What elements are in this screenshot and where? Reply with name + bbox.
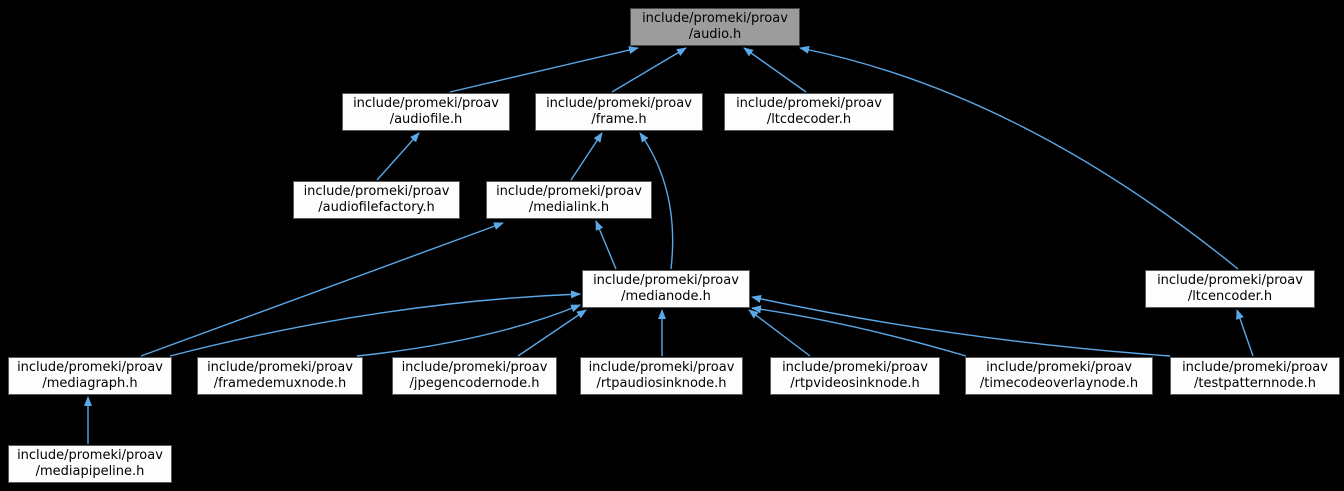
node-label-line: include/promeki/proav <box>401 360 548 375</box>
edge-audiofile-to-audio <box>449 46 639 93</box>
node-label-line: /rtpvideosinknode.h <box>790 376 920 391</box>
node-label-line: /audiofile.h <box>389 112 463 127</box>
edge-jpegencodernode-to-medianode <box>517 309 587 357</box>
node-label-line: include/promeki/proav <box>642 11 788 26</box>
edge-ltcdecoder-to-audio <box>743 47 807 93</box>
edge-ltcencoder-to-audio <box>799 45 1239 270</box>
node-label-line: include/promeki/proav <box>207 360 353 375</box>
node-medialink-h[interactable]: include/promeki/proav/medialink.h <box>486 181 652 219</box>
edge-frame-to-audio <box>611 47 687 93</box>
node-audiofilefactory-h[interactable]: include/promeki/proav/audiofilefactory.h <box>293 181 460 219</box>
edge-rtpvideosinknode-to-medianode <box>748 309 811 357</box>
edge-timecodeoverlaynode-to-medianode <box>751 305 967 357</box>
node-timecodeoverlaynode-h[interactable]: include/promeki/proav/timecodeoverlaynod… <box>965 357 1153 395</box>
edge-medialink-to-frame <box>570 132 603 181</box>
edge-audiofilefactory-to-audiofile <box>376 132 420 181</box>
node-label-line: include/promeki/proav <box>782 360 928 375</box>
node-label-line: /ltcencoder.h <box>1187 289 1273 304</box>
node-label-line: /testpatternnode.h <box>1194 376 1316 391</box>
node-label-line: /medialink.h <box>528 200 610 215</box>
node-label-line: /jpegencodernode.h <box>409 376 540 391</box>
node-rtpaudiosinknode-h[interactable]: include/promeki/proav/rtpaudiosinknode.h <box>580 357 743 395</box>
node-label-line: /timecodeoverlaynode.h <box>979 376 1139 391</box>
node-label-line: include/promeki/proav <box>1182 360 1328 375</box>
node-label-line: include/promeki/proav <box>17 360 163 375</box>
node-label-line: /mediapipeline.h <box>35 464 145 479</box>
node-label-line: include/promeki/proav <box>17 448 163 463</box>
node-label-line: include/promeki/proav <box>496 184 642 199</box>
node-framedemuxnode-h[interactable]: include/promeki/proav/framedemuxnode.h <box>197 357 363 395</box>
node-jpegencodernode-h[interactable]: include/promeki/proav/jpegencodernode.h <box>392 357 557 395</box>
node-label-line: include/promeki/proav <box>353 96 499 111</box>
edge-medianode-to-medialink <box>595 220 617 270</box>
node-label-line: /rtpaudiosinknode.h <box>596 376 727 391</box>
node-label-line: /framedemuxnode.h <box>213 376 347 391</box>
node-testpatternnode-h[interactable]: include/promeki/proav/testpatternnode.h <box>1170 357 1340 395</box>
node-frame-h[interactable]: include/promeki/proav/frame.h <box>535 93 703 131</box>
node-label-line: /medianode.h <box>621 289 711 304</box>
node-ltcdecoder-h[interactable]: include/promeki/proav/ltcdecoder.h <box>724 93 894 131</box>
node-mediagraph-h[interactable]: include/promeki/proav/mediagraph.h <box>8 357 172 395</box>
node-ltcencoder-h[interactable]: include/promeki/proav/ltcencoder.h <box>1145 270 1315 308</box>
node-audiofile-h[interactable]: include/promeki/proav/audiofile.h <box>342 93 510 131</box>
node-mediapipeline-h[interactable]: include/promeki/proav/mediapipeline.h <box>8 445 172 483</box>
node-medianode-h[interactable]: include/promeki/proav/medianode.h <box>582 270 750 308</box>
node-rtpvideosinknode-h[interactable]: include/promeki/proav/rtpvideosinknode.h <box>770 357 940 395</box>
node-label-line: include/promeki/proav <box>1157 273 1303 288</box>
edge-framedemuxnode-to-medianode <box>356 304 581 357</box>
node-label-line: /audiofilefactory.h <box>318 200 435 215</box>
edge-mediagraph-to-medianode <box>169 290 581 357</box>
node-label-line: /audio.h <box>688 27 742 42</box>
node-label-line: include/promeki/proav <box>593 273 739 288</box>
node-label-line: include/promeki/proav <box>546 96 692 111</box>
node-audio-h[interactable]: include/promeki/proav/audio.h <box>630 8 800 46</box>
node-label-line: include/promeki/proav <box>986 360 1132 375</box>
edge-mediagraph-to-medialink <box>140 222 504 357</box>
node-label-line: /frame.h <box>591 112 647 127</box>
node-label-line: /ltcdecoder.h <box>766 112 852 127</box>
node-label-line: include/promeki/proav <box>303 184 450 199</box>
node-label-line: include/promeki/proav <box>588 360 735 375</box>
edge-medianode-to-frame <box>639 132 674 270</box>
edge-testpatternnode-to-ltcencoder <box>1236 309 1254 357</box>
node-label-line: /mediagraph.h <box>42 376 138 391</box>
node-label-line: include/promeki/proav <box>736 96 882 111</box>
edge-testpatternnode-to-medianode <box>751 295 1171 357</box>
